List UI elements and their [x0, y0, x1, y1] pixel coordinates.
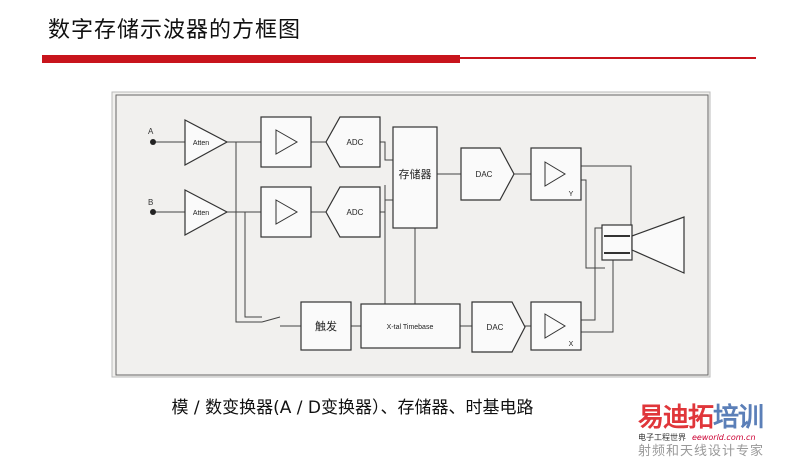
dac-x-label: DAC — [487, 323, 504, 332]
atten-a-label: Atten — [193, 140, 209, 147]
adc-a-block — [325, 116, 381, 168]
trigger-block — [300, 301, 352, 351]
adc-b-block — [325, 186, 381, 238]
timebase-label: X-tal Timebase — [387, 324, 434, 331]
diagram-frame — [115, 94, 709, 376]
dac-x-block — [471, 301, 526, 353]
adc-b-label: ADC — [347, 208, 364, 217]
slide-title: 数字存储示波器的方框图 — [48, 18, 302, 43]
amp-b-box — [260, 186, 312, 238]
crt-screen — [631, 216, 685, 274]
adc-a-label: ADC — [347, 138, 364, 147]
dac-y-block — [460, 147, 515, 201]
amp-x-label: X — [569, 341, 574, 348]
slide-caption: 模 / 数变换器(A / D变换器）、存储器、时基电路 — [171, 398, 534, 418]
input-b-terminal — [150, 209, 156, 215]
atten-a-triangle — [184, 119, 229, 167]
wires — [153, 141, 632, 333]
input-a-label: A — [148, 127, 154, 136]
watermark-logo: 易迪拓培训 电子工程世界 eeworld.com.cn 射频和天线设计专家 — [638, 404, 791, 462]
logo-text-blue: 培训 — [713, 403, 764, 433]
title-underline-thin — [460, 57, 756, 59]
memory-label: 存储器 — [399, 167, 432, 181]
amp-x-triangle-icon — [544, 313, 566, 339]
dac-y-label: DAC — [476, 170, 493, 179]
amp-y-triangle-icon — [544, 161, 566, 187]
logo-text-red: 易迪拓 — [638, 403, 714, 433]
amp-a-box — [260, 116, 312, 168]
title-underline-thick — [42, 55, 460, 63]
amp-a-triangle-icon — [275, 129, 299, 155]
logo-url: eeworld.com.cn — [692, 433, 756, 442]
logo-sub: 电子工程世界 — [638, 433, 686, 442]
crt-neck — [601, 224, 633, 261]
memory-block — [392, 126, 438, 229]
amp-y-box — [530, 147, 582, 201]
amp-b-triangle-icon — [275, 199, 299, 225]
input-a-terminal — [150, 139, 156, 145]
amp-x-box — [530, 301, 582, 351]
timebase-block — [360, 303, 461, 349]
input-b-label: B — [148, 198, 153, 207]
atten-b-triangle — [184, 189, 229, 237]
atten-b-label: Atten — [193, 210, 209, 217]
amp-y-label: Y — [569, 191, 574, 198]
trigger-label: 触发 — [315, 319, 337, 333]
logo-tagline: 射频和天线设计专家 — [638, 444, 765, 459]
